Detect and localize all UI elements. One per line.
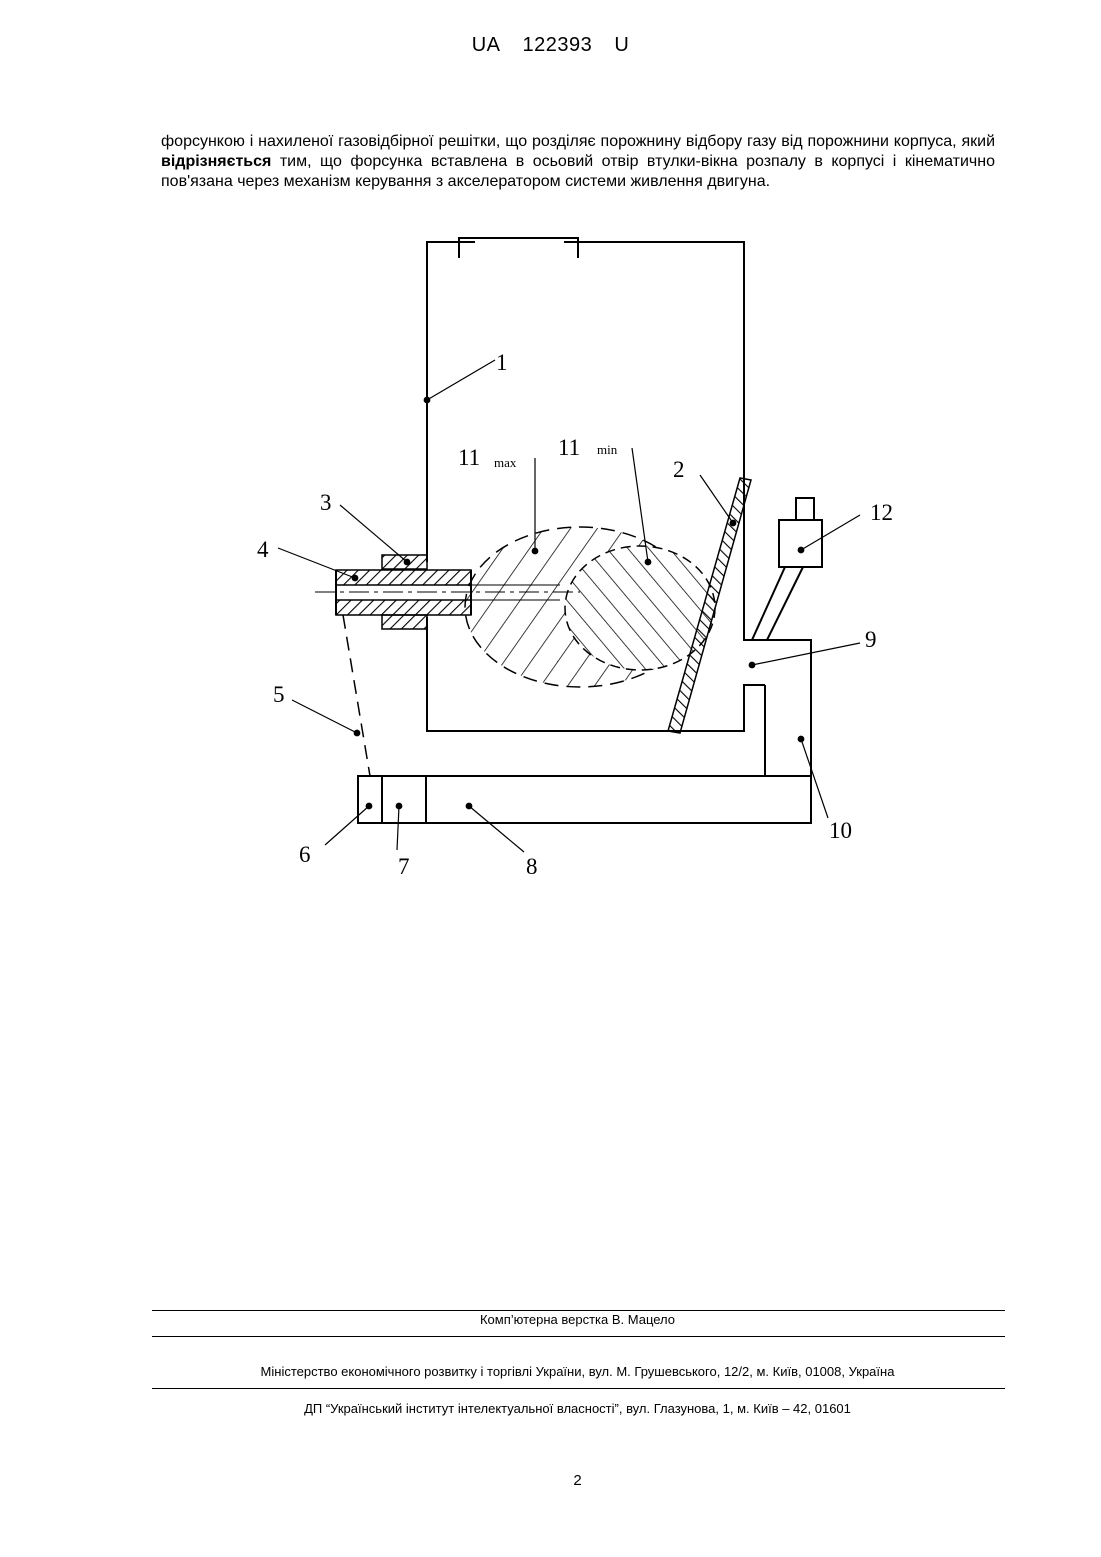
device-drawing: 1 2 3 4 5 6 7 8 9 10 12 11 max 11 min bbox=[0, 0, 1101, 1000]
label-5: 5 bbox=[273, 682, 285, 707]
label-11-max-sub: max bbox=[494, 455, 517, 470]
label-10: 10 bbox=[829, 818, 852, 843]
footer-rule-3 bbox=[152, 1388, 1005, 1389]
label-8: 8 bbox=[526, 854, 538, 879]
label-11-min: 11 bbox=[558, 435, 580, 460]
base-units bbox=[358, 776, 811, 823]
label-1: 1 bbox=[496, 350, 508, 375]
label-7: 7 bbox=[398, 854, 410, 879]
label-11-min-sub: min bbox=[597, 442, 618, 457]
label-9: 9 bbox=[865, 627, 877, 652]
label-3: 3 bbox=[320, 490, 332, 515]
page-number: 2 bbox=[0, 1472, 1101, 1489]
footer-ministry: Міністерство економічного розвитку і тор… bbox=[0, 1364, 1101, 1379]
footer-rule-1 bbox=[152, 1310, 1005, 1311]
label-6: 6 bbox=[299, 842, 311, 867]
filter-unit bbox=[752, 498, 822, 640]
label-4: 4 bbox=[257, 537, 269, 562]
control-linkage bbox=[343, 615, 370, 776]
label-11-max: 11 bbox=[458, 445, 480, 470]
label-2: 2 bbox=[673, 457, 685, 482]
footer-rule-2 bbox=[152, 1336, 1005, 1337]
label-12: 12 bbox=[870, 500, 893, 525]
footer-layout-credit: Комп’ютерна верстка В. Мацело bbox=[0, 1312, 1101, 1327]
footer-institute: ДП “Український інститут інтелектуальної… bbox=[0, 1401, 1101, 1416]
